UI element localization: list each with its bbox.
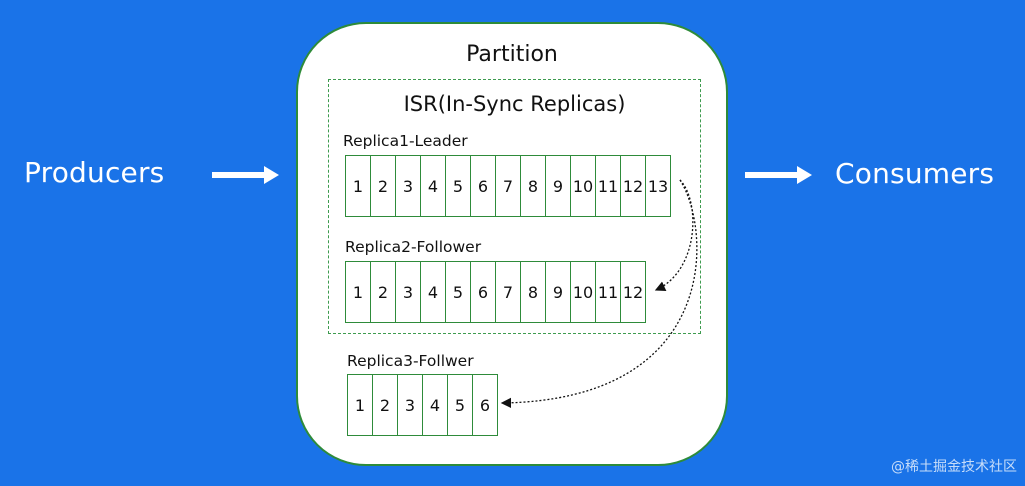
replica1-label: Replica1-Leader [343, 132, 468, 150]
log-offset-cell: 10 [570, 155, 596, 217]
producers-arrow-icon [212, 166, 279, 184]
log-offset-cell: 12 [620, 261, 646, 323]
log-offset-cell: 5 [445, 155, 471, 217]
log-offset-cell: 10 [570, 261, 596, 323]
log-offset-cell: 12 [620, 155, 646, 217]
consumers-label: Consumers [835, 157, 995, 190]
log-offset-cell: 6 [470, 155, 496, 217]
log-offset-cell: 4 [422, 374, 448, 436]
watermark: @稀土掘金技术社区 [891, 459, 1017, 475]
log-offset-cell: 11 [595, 155, 621, 217]
producers-label: Producers [24, 156, 165, 189]
log-offset-cell: 6 [470, 261, 496, 323]
consumers-arrow-icon [745, 166, 812, 184]
log-offset-cell: 6 [472, 374, 498, 436]
log-offset-cell: 2 [372, 374, 398, 436]
log-offset-cell: 3 [395, 261, 421, 323]
log-offset-cell: 7 [495, 155, 521, 217]
partition-title: Partition [466, 42, 558, 67]
log-offset-cell: 11 [595, 261, 621, 323]
log-offset-cell: 8 [520, 155, 546, 217]
log-offset-cell: 4 [420, 155, 446, 217]
log-offset-cell: 1 [345, 261, 371, 323]
log-offset-cell: 13 [645, 155, 671, 217]
isr-title: ISR(In-Sync Replicas) [403, 92, 626, 116]
log-offset-cell: 8 [520, 261, 546, 323]
log-offset-cell: 4 [420, 261, 446, 323]
log-offset-cell: 2 [370, 155, 396, 217]
log-offset-cell: 5 [445, 261, 471, 323]
log-offset-cell: 9 [545, 155, 571, 217]
log-offset-cell: 5 [447, 374, 473, 436]
log-offset-cell: 3 [395, 155, 421, 217]
replica3-label: Replica3-Follwer [347, 352, 474, 370]
log-offset-cell: 3 [397, 374, 423, 436]
log-offset-cell: 9 [545, 261, 571, 323]
log-offset-cell: 1 [345, 155, 371, 217]
log-offset-cell: 2 [370, 261, 396, 323]
log-offset-cell: 1 [347, 374, 373, 436]
replica2-label: Replica2-Follower [345, 238, 482, 256]
partition-box: Partition ISR(In-Sync Replicas) Replica1… [296, 22, 728, 466]
log-offset-cell: 7 [495, 261, 521, 323]
